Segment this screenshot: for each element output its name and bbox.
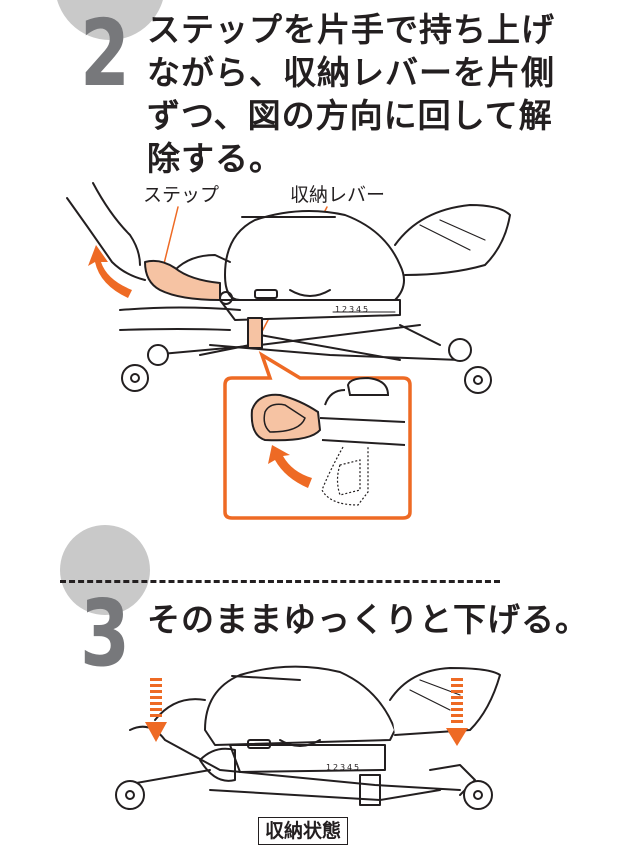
upper-arm	[66, 182, 146, 281]
storage-lever-part	[247, 317, 263, 349]
inset-lever-original-dashed	[321, 446, 369, 506]
lower-arrow-right-icon	[446, 678, 468, 746]
scale-5: 5	[363, 305, 368, 314]
front-cover	[174, 254, 231, 271]
section-divider	[60, 580, 500, 583]
footmuff	[394, 204, 511, 276]
lower-body	[219, 299, 401, 321]
step-2-number: 2	[80, 0, 130, 107]
wheels	[115, 780, 493, 810]
frame	[149, 324, 461, 361]
recline-scale: 1 2 3 4 5	[326, 763, 359, 772]
lower-arrow-left-icon	[145, 678, 167, 742]
scale-4: 4	[356, 305, 361, 314]
step-3-illustration: 1 2 3 4 5	[115, 665, 501, 810]
lower-arm	[119, 306, 241, 331]
step-2-illustration: 1 2 3 4 5	[66, 182, 511, 520]
lower-body	[229, 744, 386, 773]
step-part	[144, 259, 221, 301]
seat-shell	[224, 210, 405, 301]
storage-state-label: 収納状態	[258, 817, 349, 845]
rotate-arrow-icon	[268, 445, 312, 488]
label-step: ステップ	[143, 184, 220, 206]
label-storage-lever: 収納レバー	[290, 184, 386, 206]
wheels	[121, 338, 492, 394]
front-cover	[154, 698, 206, 721]
scale-2: 2	[342, 305, 347, 314]
lift-arrow-icon	[88, 245, 132, 298]
step-3-instruction: そのままゆっくりと下げる。	[147, 600, 589, 639]
footmuff	[389, 667, 501, 736]
scale-3: 3	[349, 305, 354, 314]
step-3-circle	[60, 525, 150, 615]
step-2-instruction: ステップを片手で持ち上げ ながら、収納レバーを片側 ずつ、図の方向に回して解 除…	[147, 10, 555, 178]
zoom-inset	[223, 350, 412, 520]
inset-lever-raised	[250, 393, 322, 442]
recline-scale: 1 2 3 4 5	[335, 305, 368, 314]
scale-4: 4	[347, 763, 352, 772]
scale-5: 5	[354, 763, 359, 772]
step-3-number: 3	[80, 580, 130, 687]
scale-1: 1	[326, 763, 331, 772]
scale-1: 1	[335, 305, 340, 314]
inset-frame	[319, 389, 406, 446]
scale-2: 2	[333, 763, 338, 772]
seat-shell	[204, 665, 396, 746]
scale-3: 3	[340, 763, 345, 772]
